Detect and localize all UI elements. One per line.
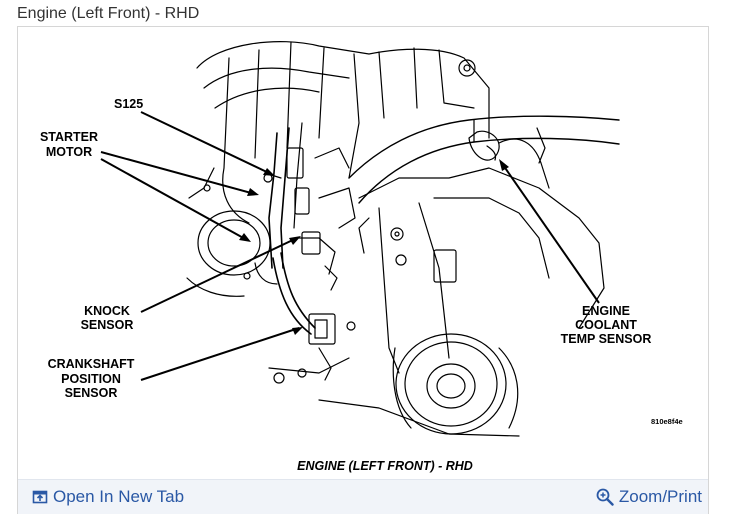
label-coolant-line2: COOLANT: [575, 318, 637, 332]
label-s125: S125: [114, 97, 143, 111]
label-starter-motor-line2: MOTOR: [46, 145, 92, 159]
diagram-card: S125 STARTER MOTOR KNOCK SENSOR CRANKSHA…: [17, 26, 709, 514]
zoom-icon: [596, 488, 619, 506]
card-footer: Open In New Tab Zoom/Print: [18, 479, 708, 514]
callout-lines: [100, 111, 600, 381]
open-in-new-tab-link[interactable]: Open In New Tab: [32, 487, 184, 507]
open-in-new-tab-label: Open In New Tab: [53, 487, 185, 506]
diagram-caption: ENGINE (LEFT FRONT) - RHD: [297, 459, 473, 473]
label-knock-sensor-line1: KNOCK: [84, 304, 130, 318]
label-starter-motor-line1: STARTER: [40, 130, 98, 144]
label-crankshaft-line3: SENSOR: [65, 386, 118, 400]
engine-diagram[interactable]: S125 STARTER MOTOR KNOCK SENSOR CRANKSHA…: [19, 28, 709, 480]
label-coolant-line3: TEMP SENSOR: [561, 332, 652, 346]
diagram-code: 810e8f4e: [651, 417, 683, 426]
engine-line-art: [186, 41, 620, 437]
label-knock-sensor-line2: SENSOR: [81, 318, 134, 332]
label-coolant-line1: ENGINE: [582, 304, 630, 318]
label-crankshaft-line2: POSITION: [61, 372, 121, 386]
page-title: Engine (Left Front) - RHD: [17, 5, 200, 22]
open-new-tab-icon: [32, 489, 53, 505]
callout-arrowheads: [239, 159, 509, 335]
zoom-print-label: Zoom/Print: [618, 487, 702, 506]
zoom-print-link[interactable]: Zoom/Print: [596, 487, 702, 507]
label-crankshaft-line1: CRANKSHAFT: [48, 357, 135, 371]
